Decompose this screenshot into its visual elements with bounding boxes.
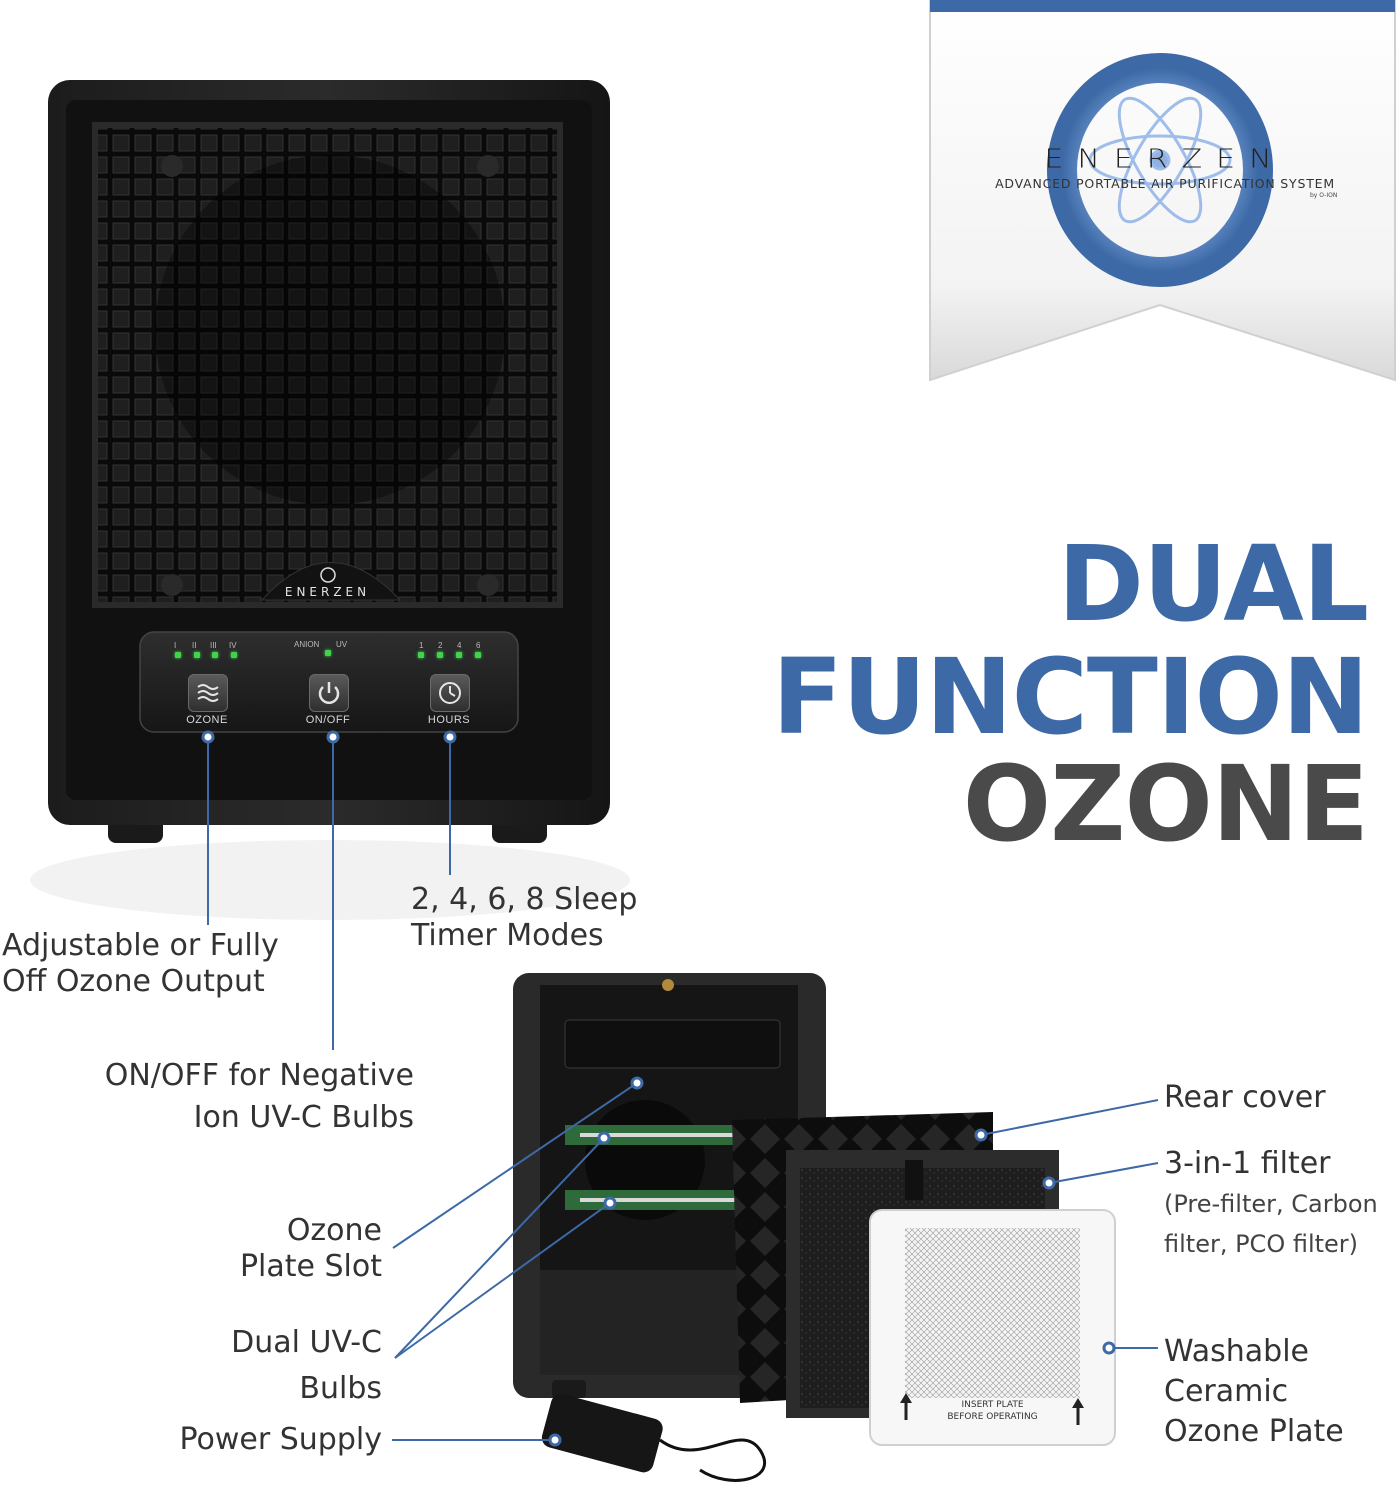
ozone-button-label: OZONE: [186, 714, 228, 726]
callout-filter: 3-in-1 filter (Pre-filter, Carbon filter…: [1164, 1146, 1378, 1264]
callout-ceramic-plate-line: Ozone Plate: [1164, 1414, 1344, 1449]
uv-label: UV: [336, 640, 348, 649]
callout-sleep-timer-line: Timer Modes: [411, 918, 604, 953]
callout-dual-uvc: Dual UV-C Bulbs: [231, 1320, 382, 1412]
callout-dot: [443, 730, 457, 744]
timer-led: [475, 652, 481, 658]
headline-line-2: FUNCTION: [772, 636, 1369, 758]
callout-dual-uvc-line: Bulbs: [299, 1371, 382, 1406]
callout-sleep-timer-line: 2, 4, 6, 8 Sleep: [411, 882, 638, 917]
callout-ion-uv-line: ON/OFF for Negative: [104, 1058, 414, 1093]
callout-ceramic-plate-line: Ceramic: [1164, 1374, 1289, 1409]
callout-ozone-plate-slot: Ozone Plate Slot: [240, 1213, 382, 1285]
callout-power-supply: Power Supply: [179, 1422, 382, 1457]
anion-uv-led: [325, 650, 331, 656]
ozone-led: [212, 652, 218, 658]
callout-dot: [326, 730, 340, 744]
callout-ion-uv-line: Ion UV-C Bulbs: [193, 1100, 414, 1135]
wave-icon: [197, 684, 219, 702]
callout-ozone-plate-slot-line: Plate Slot: [239, 1249, 382, 1284]
timer-level-label: 1: [419, 641, 424, 650]
ozone-level-label: IV: [229, 641, 237, 650]
callout-dual-uvc-line: Dual UV-C: [231, 1325, 382, 1360]
clock-icon: [439, 682, 461, 704]
unit-logo-icon: [320, 567, 336, 583]
plate-instruction-line-1: INSERT PLATE: [961, 1400, 1024, 1410]
callout-ozone-output-line: Off Ozone Output: [2, 964, 265, 999]
callout-dot: [1102, 1341, 1116, 1355]
headline-line-3: OZONE: [962, 743, 1369, 865]
banner-graphic: [929, 0, 1396, 382]
callout-filter-title: 3-in-1 filter: [1164, 1146, 1331, 1181]
headline-line-1: DUAL: [1057, 523, 1369, 645]
ozone-level-label: III: [210, 641, 217, 650]
callout-ceramic-plate-line: Washable: [1164, 1334, 1309, 1369]
brand-tagline: ADVANCED PORTABLE AIR PURIFICATION SYSTE…: [995, 176, 1335, 191]
timer-led: [418, 652, 424, 658]
ozone-led: [194, 652, 200, 658]
power-button-label: ON/OFF: [305, 714, 351, 726]
timer-level-label: 2: [438, 641, 443, 650]
timer-level-label: 6: [476, 641, 481, 650]
ozone-led: [175, 652, 181, 658]
unit-logo-text: ENERZEN: [284, 585, 371, 599]
brand-banner: ENERZEN ADVANCED PORTABLE AIR PURIFICATI…: [925, 0, 1400, 390]
ozone-level-label: I: [174, 641, 177, 650]
atom-icon: [1088, 96, 1232, 224]
callout-filter-detail: filter, PCO filter): [1164, 1230, 1359, 1258]
callout-filter-detail: (Pre-filter, Carbon: [1164, 1190, 1378, 1218]
ozone-level-label: II: [192, 641, 197, 650]
power-icon: [318, 682, 340, 704]
callout-rear-cover: Rear cover: [1164, 1080, 1326, 1115]
callout-ozone-output: Adjustable or Fully Off Ozone Output: [2, 928, 279, 1000]
plate-instruction-line-2: BEFORE OPERATING: [947, 1412, 1038, 1422]
power-button[interactable]: [309, 674, 349, 712]
callout-dot: [201, 730, 215, 744]
anion-label: ANION: [294, 640, 320, 649]
hours-button[interactable]: [430, 674, 470, 712]
callout-dot: [597, 1131, 611, 1145]
brand-logo-word: ENERZEN: [1044, 144, 1286, 175]
callout-sleep-timer: 2, 4, 6, 8 Sleep Timer Modes: [411, 882, 637, 954]
callout-dot: [630, 1076, 644, 1090]
ozone-button[interactable]: [188, 674, 228, 712]
callout-dot: [548, 1433, 562, 1447]
callout-dot: [1042, 1176, 1056, 1190]
brand-byline: by O-ION: [1310, 192, 1338, 199]
timer-level-label: 4: [457, 641, 462, 650]
callout-dot: [603, 1196, 617, 1210]
callout-dot: [974, 1128, 988, 1142]
callout-ozone-plate-slot-line: Ozone: [286, 1213, 382, 1248]
callout-ion-uv: ON/OFF for Negative Ion UV-C Bulbs: [105, 1055, 414, 1139]
timer-led: [437, 652, 443, 658]
ozone-led: [231, 652, 237, 658]
hours-button-label: HOURS: [427, 714, 471, 726]
callout-ceramic-plate: Washable Ceramic Ozone Plate: [1164, 1332, 1344, 1452]
callout-ozone-output-line: Adjustable or Fully: [2, 928, 279, 963]
timer-led: [456, 652, 462, 658]
